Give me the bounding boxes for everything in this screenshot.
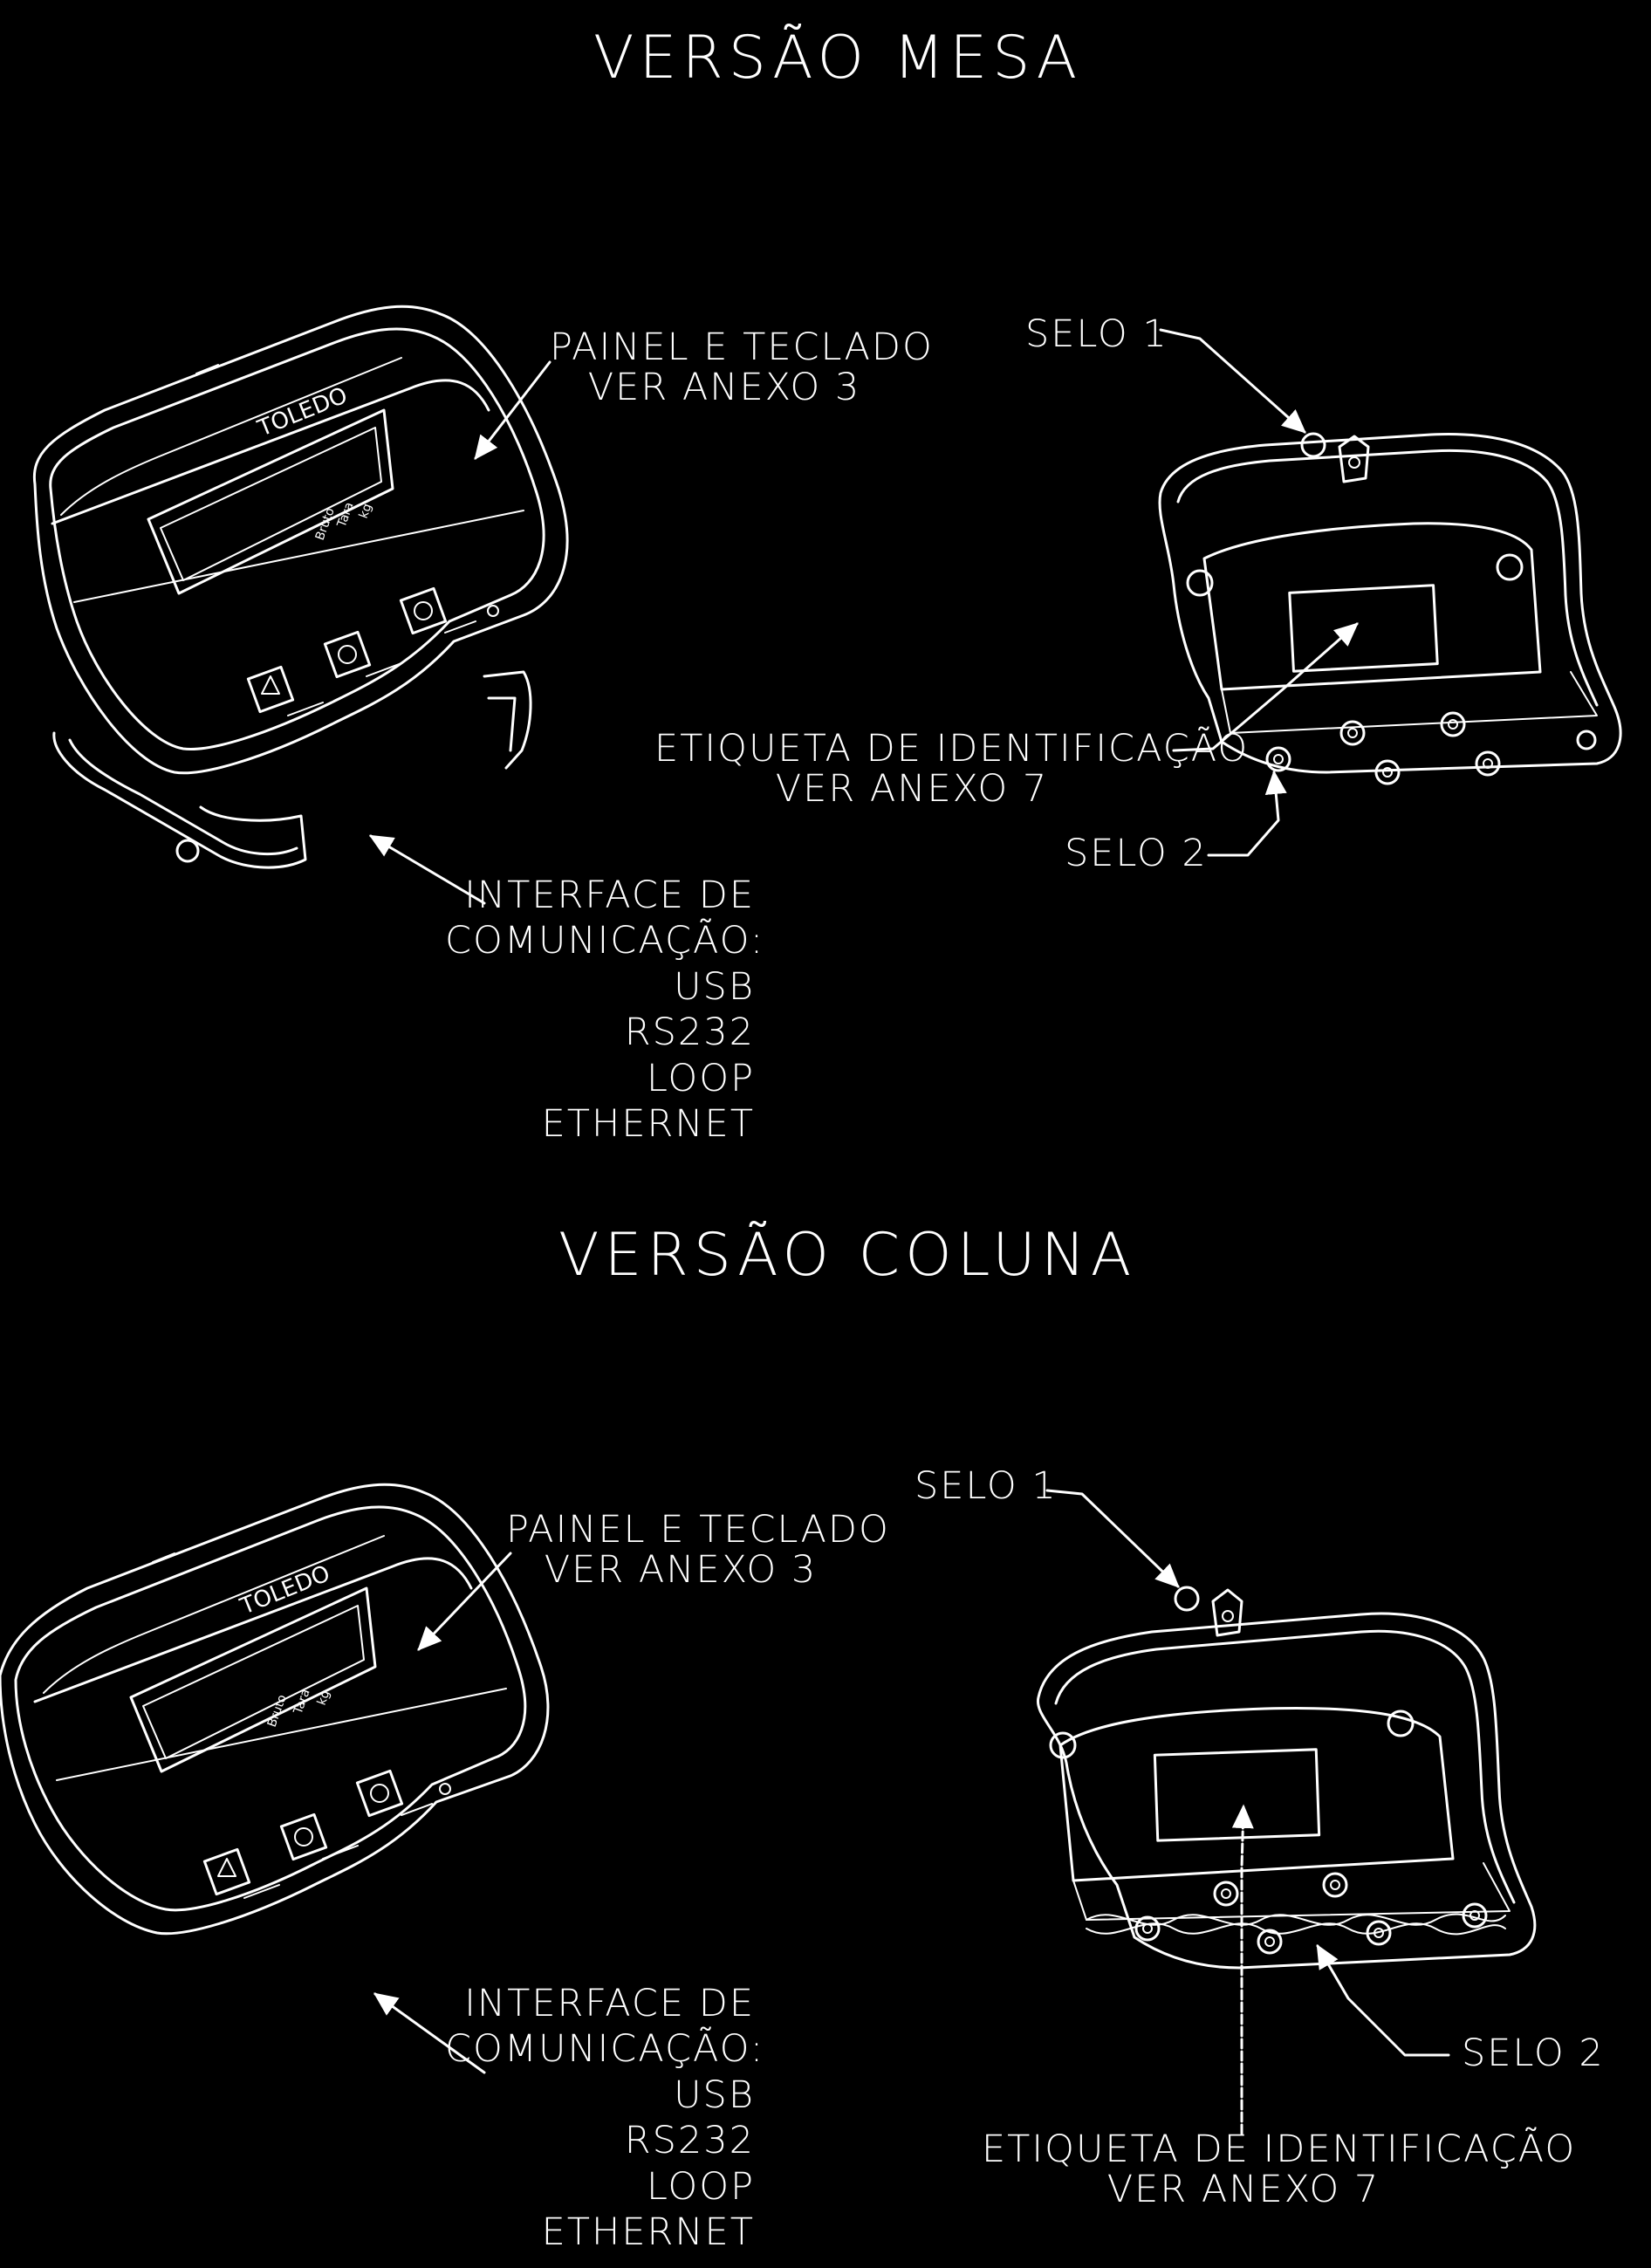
- seal-2-label-mesa: SELO 2: [1065, 832, 1208, 875]
- unit-label: kg: [315, 1689, 333, 1707]
- callout-line: VER ANEXO 3: [587, 366, 861, 410]
- leader-interface-coluna: [373, 1992, 486, 2074]
- id-label-callout-mesa: ETIQUETA DE IDENTIFICAÇÃO VER ANEXO 7: [654, 727, 1250, 812]
- leader-interface-mesa: [368, 834, 486, 905]
- interface-item: LOOP: [646, 1056, 755, 1100]
- mesa-rear-indicator-drawing: [1158, 432, 1622, 785]
- callout-line: PAINEL E TECLADO: [506, 1508, 890, 1552]
- seal-1-label-coluna: SELO 1: [915, 1464, 1058, 1508]
- comm-interface-callout-coluna: INTERFACE DE COMUNICAÇÃO: USB RS232 LOOP…: [445, 1981, 765, 2256]
- panel-keyboard-callout-mesa: PAINEL E TECLADO VER ANEXO 3: [550, 325, 934, 410]
- callout-line: PAINEL E TECLADO: [550, 325, 934, 369]
- interface-item: ETHERNET: [541, 1102, 755, 1147]
- leader-label-coluna: [1231, 1804, 1254, 2135]
- seal-2-label-coluna: SELO 2: [1462, 2032, 1605, 2075]
- unit-label: Bruto: [313, 506, 338, 542]
- section-title-coluna: VERSÃO COLUNA: [558, 1221, 1137, 1290]
- unit-label: kg: [357, 502, 375, 520]
- callout-line: ETIQUETA DE IDENTIFICAÇÃO: [982, 2128, 1577, 2171]
- leader-seal2-coluna: [1316, 1943, 1450, 2057]
- leader-seal1-mesa: [1159, 328, 1306, 434]
- leader-label-mesa: [1172, 622, 1359, 752]
- leader-panel-mesa: [474, 360, 551, 460]
- interface-item: ETHERNET: [541, 2210, 755, 2255]
- callout-line: VER ANEXO 7: [1106, 2168, 1380, 2212]
- comm-interface-callout-mesa: INTERFACE DE COMUNICAÇÃO: USB RS232 LOOP…: [445, 873, 765, 1148]
- seal-1-label-mesa: SELO 1: [1025, 312, 1168, 356]
- interface-heading: COMUNICAÇÃO:: [445, 919, 765, 963]
- callout-line: ETIQUETA DE IDENTIFICAÇÃO: [654, 727, 1250, 771]
- mesa-front-indicator-drawing: TOLEDO Bruto Tara kg: [32, 305, 569, 869]
- interface-item: USB: [674, 2073, 755, 2117]
- callout-line: VER ANEXO 7: [775, 767, 1049, 812]
- coluna-rear-indicator-drawing: [1036, 1586, 1537, 1970]
- leader-panel-coluna: [417, 1552, 512, 1651]
- coluna-front-indicator-drawing: TOLEDO Bruto Tara kg: [0, 1483, 550, 1936]
- interface-heading: INTERFACE DE: [464, 1982, 755, 2025]
- leader-seal1-coluna: [1045, 1489, 1180, 1588]
- interface-item: RS232: [624, 1011, 755, 1055]
- leader-seal2-mesa: [1207, 770, 1287, 857]
- unit-label: Tara: [334, 500, 356, 530]
- interface-item: USB: [674, 964, 755, 1009]
- interface-heading: INTERFACE DE: [464, 874, 755, 917]
- interface-item: LOOP: [646, 2164, 755, 2209]
- id-label-callout-coluna: ETIQUETA DE IDENTIFICAÇÃO VER ANEXO 7: [982, 2128, 1577, 2212]
- panel-keyboard-callout-coluna: PAINEL E TECLADO VER ANEXO 3: [506, 1508, 890, 1593]
- interface-heading: COMUNICAÇÃO:: [445, 2027, 765, 2072]
- interface-item: RS232: [624, 2119, 755, 2163]
- callout-line: VER ANEXO 3: [544, 1548, 818, 1593]
- section-title-mesa: VERSÃO MESA: [593, 24, 1083, 93]
- unit-label: Tara: [291, 1687, 312, 1716]
